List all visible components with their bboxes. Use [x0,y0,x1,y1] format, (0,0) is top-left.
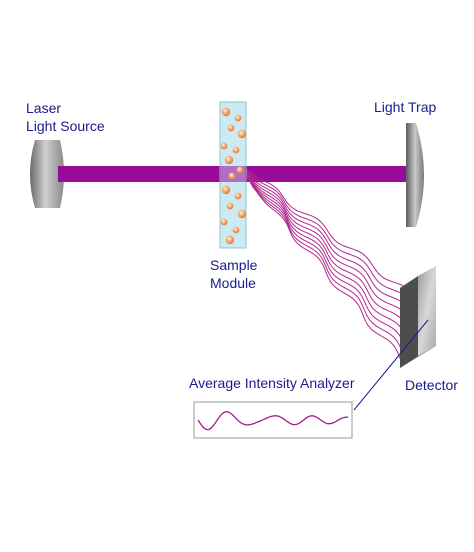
scattered-wave [242,170,405,314]
laser-lens-icon [30,140,64,208]
particle [221,107,231,117]
detector-panel-icon [400,266,436,368]
particle [228,172,236,180]
scattered-wave [237,161,404,287]
scattered-wave [244,173,405,323]
detector-label: Detector [405,377,458,393]
particle [224,155,234,165]
light-trap-label: Light Trap [374,99,436,115]
particle [221,185,231,195]
scattered-wave [251,185,402,361]
scattered-wave [248,179,404,342]
particle [225,235,235,245]
particle [226,202,234,210]
scattered-wave [241,167,405,305]
light-trap-icon [406,123,424,227]
particle [227,124,235,132]
particle [237,209,247,219]
particle [220,142,228,150]
scattered-wave [246,176,404,332]
particle [234,192,242,200]
laser-label-line1: Laser [26,100,61,116]
analyzer-label: Average Intensity Analyzer [189,375,355,391]
scattered-wave [239,164,405,296]
particle [232,226,240,234]
particle [232,146,240,154]
intensity-signal-wave [197,411,348,431]
particle [236,166,244,174]
scattered-light-waves [237,161,405,361]
sample-label-line1: Sample [210,257,258,273]
particle [234,114,242,122]
particle [237,129,247,139]
laser-label-line2: Light Source [26,118,105,134]
scattered-wave [249,182,403,352]
particle [220,218,228,226]
analyzer-box [193,401,353,439]
sample-particles [220,107,247,245]
sample-label-line2: Module [210,275,256,291]
sample-tube-icon [219,101,247,249]
detector-pointer-line [353,319,429,411]
